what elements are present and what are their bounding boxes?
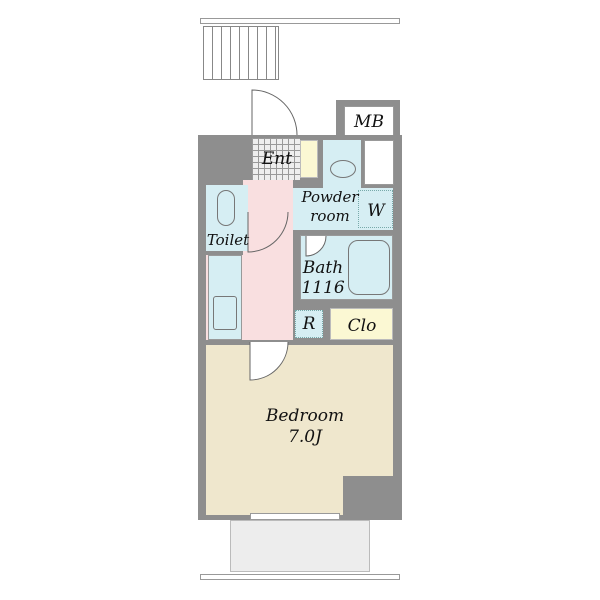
shoe-cabinet bbox=[300, 140, 318, 178]
pillar bbox=[343, 476, 395, 518]
meter-box-label: MB bbox=[354, 112, 384, 132]
bedroom-door-icon bbox=[249, 341, 289, 381]
bedroom-label-2: 7.0J bbox=[288, 427, 322, 447]
entrance-label: Ent bbox=[261, 149, 293, 169]
hallway bbox=[243, 180, 293, 340]
washer-space bbox=[358, 190, 393, 228]
refrigerator-space bbox=[295, 310, 323, 338]
entrance-tile bbox=[252, 138, 300, 180]
closet-label: Clo bbox=[347, 316, 377, 336]
balcony bbox=[230, 520, 370, 572]
powder-room-main bbox=[293, 188, 393, 230]
bath-label-2: 1116 bbox=[301, 278, 345, 298]
corridor-line-top bbox=[200, 18, 400, 24]
entrance-door-icon bbox=[251, 89, 298, 136]
bath-door-icon bbox=[305, 235, 327, 257]
stairs bbox=[203, 26, 279, 80]
toilet-door-icon bbox=[247, 211, 289, 253]
storage-box bbox=[364, 140, 394, 185]
washbasin-icon bbox=[330, 160, 356, 178]
toilet-label: Toilet bbox=[206, 231, 250, 249]
powder-room-label-1: Powder bbox=[301, 188, 359, 206]
closet bbox=[330, 308, 393, 340]
balcony-rail bbox=[200, 574, 400, 580]
refrigerator-label: R bbox=[302, 314, 316, 334]
powder-room-label-2: room bbox=[310, 207, 350, 225]
bedroom-label-1: Bedroom bbox=[265, 406, 345, 426]
bathtub-icon bbox=[348, 240, 390, 295]
washer-label: W bbox=[367, 201, 385, 221]
sink-icon bbox=[213, 296, 237, 330]
window bbox=[250, 513, 340, 520]
bath-label-1: Bath bbox=[302, 258, 344, 278]
toilet-fixture-icon bbox=[217, 190, 235, 226]
